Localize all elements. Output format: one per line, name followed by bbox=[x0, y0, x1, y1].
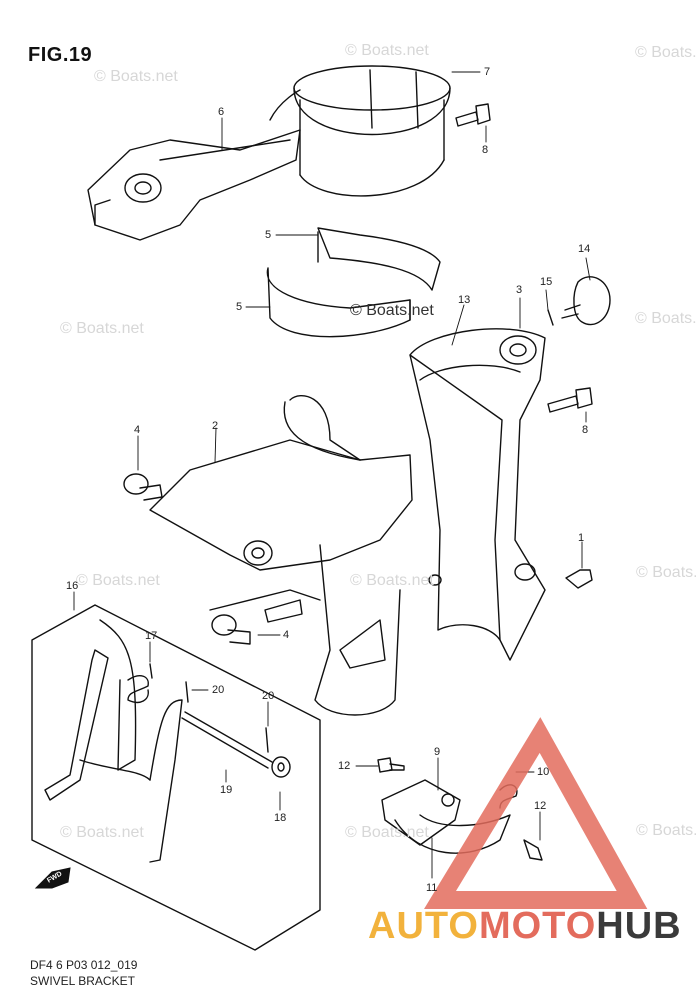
watermark-text: © Boats.net bbox=[350, 302, 434, 319]
callout-2: 2 bbox=[212, 420, 219, 432]
watermark-text: © Boats.net bbox=[60, 824, 144, 841]
fwd-arrow-icon bbox=[34, 867, 71, 889]
watermark-text: © Boats.net bbox=[345, 824, 429, 841]
watermark-text: © Boats.net bbox=[60, 320, 144, 337]
watermark-text: © Boats.net bbox=[635, 310, 696, 327]
callout-15: 15 bbox=[540, 276, 553, 288]
callout-19: 19 bbox=[220, 784, 233, 796]
automotohub-triangle-logo bbox=[424, 717, 648, 909]
part-11-bracket bbox=[394, 814, 511, 854]
automotohub-logo-text: AUTOMOTOHUB bbox=[368, 905, 682, 948]
callout-4: 4 bbox=[134, 424, 141, 436]
watermark-text: © Boats.net bbox=[350, 572, 434, 589]
callout-11: 11 bbox=[426, 882, 438, 894]
part-4-bushing-upper bbox=[123, 473, 163, 501]
part-17-spring bbox=[127, 663, 153, 704]
part-16-tilt-lever bbox=[31, 604, 321, 951]
callout-10: 10 bbox=[537, 766, 550, 778]
part-5-liner bbox=[266, 227, 441, 338]
part-8-bolt-upper bbox=[455, 103, 491, 127]
part-14-knob bbox=[561, 276, 611, 326]
watermark-text: © Boats.net bbox=[636, 564, 696, 581]
callout-20: 20 bbox=[262, 690, 275, 702]
callout-13: 13 bbox=[458, 294, 471, 306]
callout-14: 14 bbox=[578, 243, 591, 255]
brand-part-hub: HUB bbox=[596, 905, 682, 947]
callout-17: 17 bbox=[145, 630, 158, 642]
callout-1: 1 bbox=[578, 532, 585, 544]
part-8-bolt-lower bbox=[547, 387, 593, 413]
part-7-clamp-ring bbox=[293, 65, 451, 197]
callout-9: 9 bbox=[434, 746, 441, 758]
callout-12: 12 bbox=[338, 760, 351, 772]
callout-8: 8 bbox=[582, 424, 589, 436]
watermark-text: © Boats.net bbox=[345, 42, 429, 59]
diagram-code: DF4 6 P03 012_019 bbox=[30, 958, 138, 972]
watermark-text: © Boats.net bbox=[76, 572, 160, 589]
part-1-grease-fitting bbox=[565, 569, 593, 589]
callout-8: 8 bbox=[482, 144, 489, 156]
part-20-pin-a bbox=[185, 681, 189, 703]
callout-3: 3 bbox=[516, 284, 523, 296]
part-12-bolt-right bbox=[523, 839, 543, 861]
callout-18: 18 bbox=[274, 812, 287, 824]
callout-6: 6 bbox=[218, 106, 225, 118]
part-6-swivel-arm bbox=[87, 89, 301, 241]
part-12-bolt-left bbox=[377, 757, 405, 773]
part-3-swivel-bracket bbox=[409, 328, 546, 661]
callout-20: 20 bbox=[212, 684, 225, 696]
diagram-name: SWIVEL BRACKET bbox=[30, 974, 135, 988]
callout-5: 5 bbox=[236, 301, 243, 313]
part-19-shaft bbox=[181, 711, 273, 769]
callout-7: 7 bbox=[484, 66, 491, 78]
part-4-bushing-lower bbox=[211, 614, 251, 645]
part-15-pin bbox=[547, 309, 554, 326]
brand-part-auto: AUTO bbox=[368, 905, 479, 947]
callout-5: 5 bbox=[265, 229, 272, 241]
part-2-clamp-bracket bbox=[149, 395, 413, 716]
callout-4: 4 bbox=[283, 629, 290, 641]
watermark-text: © Boats.net bbox=[636, 822, 696, 839]
callout-16: 16 bbox=[66, 580, 79, 592]
part-18-washer bbox=[271, 756, 291, 778]
watermark-text: © Boats.net bbox=[635, 44, 696, 61]
part-20-pin-b bbox=[265, 727, 269, 753]
watermark-text: © Boats.net bbox=[94, 68, 178, 85]
figure-title: FIG.19 bbox=[28, 44, 93, 66]
leader-lines bbox=[73, 71, 591, 879]
brand-part-moto: MOTO bbox=[478, 905, 597, 947]
part-9-stopper bbox=[381, 779, 461, 846]
callout-12: 12 bbox=[534, 800, 547, 812]
